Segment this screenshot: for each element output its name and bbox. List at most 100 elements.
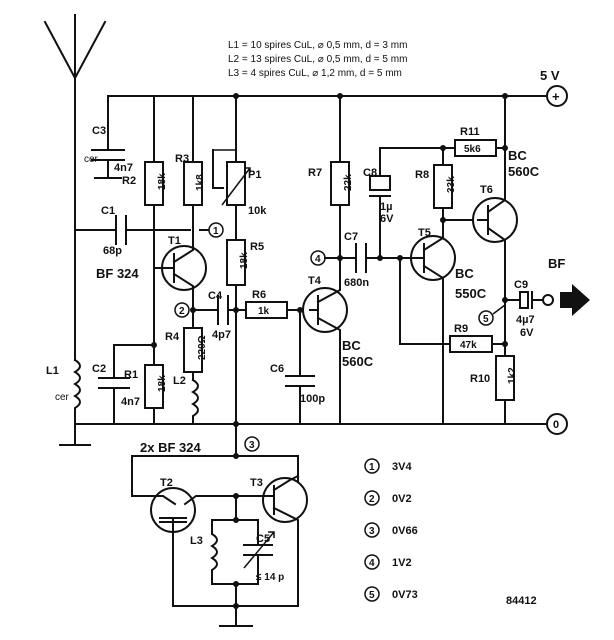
svg-text:1: 1 xyxy=(369,462,375,473)
capacitor-c1: C1 68p xyxy=(74,205,191,257)
svg-text:R2: R2 xyxy=(122,175,136,187)
note-l1: L1 = 10 spires CuL, ⌀ 0,5 mm, d = 3 mm xyxy=(228,40,407,51)
svg-text:cer: cer xyxy=(55,392,70,403)
svg-text:4n7: 4n7 xyxy=(114,162,133,174)
transistor-t4: T4 BC 560C xyxy=(302,95,374,425)
potentiometer-p1: P1 10k xyxy=(212,95,267,231)
svg-text:L3: L3 xyxy=(190,535,203,547)
coil-l3: L3 xyxy=(190,495,259,607)
svg-text:R4: R4 xyxy=(165,331,180,343)
test-point-5: 5 xyxy=(478,304,506,326)
zero-terminal: 0 xyxy=(546,413,568,435)
svg-text:L2: L2 xyxy=(173,375,186,387)
svg-text:R10: R10 xyxy=(470,373,490,385)
test-point-legend: 1 3V4 2 0V2 3 0V66 4 1V2 5 0V73 xyxy=(364,458,418,602)
svg-text:4: 4 xyxy=(369,558,375,569)
svg-text:+: + xyxy=(552,89,560,104)
svg-text:C4: C4 xyxy=(208,290,223,302)
output-label: BF xyxy=(548,256,565,271)
svg-text:1: 1 xyxy=(213,226,219,237)
svg-text:1k8: 1k8 xyxy=(195,174,206,191)
svg-text:550C: 550C xyxy=(455,286,487,301)
resistor-r8: 33k R8 xyxy=(415,147,457,209)
legend-item: 4 1V2 xyxy=(364,554,412,570)
svg-text:T2: T2 xyxy=(160,477,173,489)
svg-text:C6: C6 xyxy=(270,363,284,375)
svg-text:6V: 6V xyxy=(520,327,534,339)
capacitor-c2: C2 4n7 xyxy=(92,344,155,425)
svg-text:0: 0 xyxy=(553,419,559,431)
resistor-r11: 5k6 R11 xyxy=(442,126,506,157)
note-l3: L3 = 4 spires CuL, ⌀ 1,2 mm, d = 5 mm xyxy=(228,68,402,79)
svg-text:5: 5 xyxy=(483,314,489,325)
svg-text:5k6: 5k6 xyxy=(464,144,481,155)
svg-text:cer: cer xyxy=(84,154,99,165)
transistor-t2: T2 xyxy=(150,477,237,533)
legend-item: 5 0V73 xyxy=(364,586,418,602)
resistor-r3: 1k8 R3 xyxy=(175,95,206,231)
svg-text:C3: C3 xyxy=(92,125,106,137)
svg-text:0V73: 0V73 xyxy=(392,589,418,601)
svg-text:4p7: 4p7 xyxy=(212,329,231,341)
plus-terminal: + 5 V xyxy=(540,68,568,107)
resistor-r10: 1k2 R10 xyxy=(470,355,518,425)
note-l2: L2 = 13 spires CuL, ⌀ 0,5 mm, d = 5 mm xyxy=(228,54,407,65)
svg-text:BC: BC xyxy=(508,148,527,163)
capacitor-c4: C4 4p7 xyxy=(208,290,241,341)
capacitor-c9: C9 4µ7 6V xyxy=(504,279,546,339)
transistor-pair-label: 2x BF 324 xyxy=(140,440,201,455)
resistor-r1: 18k R1 xyxy=(124,342,168,425)
resistor-r6: 1k R6 xyxy=(235,289,311,319)
capacitor-c3: C3 cer 4n7 xyxy=(84,95,133,179)
svg-text:22k: 22k xyxy=(343,174,354,191)
svg-text:BF 324: BF 324 xyxy=(96,266,139,281)
svg-text:4µ7: 4µ7 xyxy=(516,314,535,326)
drawing-number: 84412 xyxy=(506,595,537,607)
svg-text:R8: R8 xyxy=(415,169,429,181)
svg-text:L1: L1 xyxy=(46,365,59,377)
svg-text:1µ: 1µ xyxy=(380,201,392,213)
legend-item: 2 0V2 xyxy=(364,490,412,506)
svg-text:3: 3 xyxy=(369,526,375,537)
svg-text:1k2: 1k2 xyxy=(507,367,518,384)
svg-text:1k: 1k xyxy=(258,306,270,317)
svg-text:P1: P1 xyxy=(248,169,261,181)
svg-text:4n7: 4n7 xyxy=(121,396,140,408)
svg-text:R6: R6 xyxy=(252,289,266,301)
svg-text:680n: 680n xyxy=(344,277,369,289)
svg-text:≤ 14 p: ≤ 14 p xyxy=(256,572,284,583)
svg-text:5: 5 xyxy=(369,590,375,601)
svg-text:2: 2 xyxy=(369,494,375,505)
coil-l1: L1 cer xyxy=(46,358,81,425)
svg-text:T4: T4 xyxy=(308,275,322,287)
svg-text:560C: 560C xyxy=(508,164,540,179)
resistor-r4: 220Ω R4 xyxy=(165,309,208,381)
resistor-r2: 18k R2 xyxy=(122,95,168,346)
transistor-t6: T6 BC 560C xyxy=(472,95,540,357)
coil-notes: L1 = 10 spires CuL, ⌀ 0,5 mm, d = 3 mm L… xyxy=(228,40,407,79)
test-point-4: 4 xyxy=(310,250,341,266)
svg-text:C9: C9 xyxy=(514,279,528,291)
capacitor-c8: C8 1µ 6V xyxy=(363,147,444,259)
svg-text:C5: C5 xyxy=(256,533,270,545)
svg-text:6V: 6V xyxy=(380,213,394,225)
svg-text:R7: R7 xyxy=(308,167,322,179)
test-point-3: 3 xyxy=(244,436,260,452)
svg-text:4: 4 xyxy=(315,254,321,265)
transistor-t3: T3 xyxy=(235,474,308,607)
transistor-t1: T1 BF 324 xyxy=(96,229,207,311)
test-point-1: 1 xyxy=(199,222,224,238)
svg-text:C7: C7 xyxy=(344,231,358,243)
svg-text:R1: R1 xyxy=(124,369,138,381)
transistor-t5: T5 BC 550C xyxy=(410,207,487,425)
svg-text:BC: BC xyxy=(342,338,361,353)
svg-text:R3: R3 xyxy=(175,153,189,165)
coil-l2: L2 xyxy=(173,375,199,425)
svg-text:68p: 68p xyxy=(103,245,122,257)
svg-text:T1: T1 xyxy=(168,235,181,247)
supply-voltage-label: 5 V xyxy=(540,68,560,83)
legend-item: 3 0V66 xyxy=(364,522,418,538)
svg-text:10k: 10k xyxy=(248,205,267,217)
svg-text:BC: BC xyxy=(455,266,474,281)
